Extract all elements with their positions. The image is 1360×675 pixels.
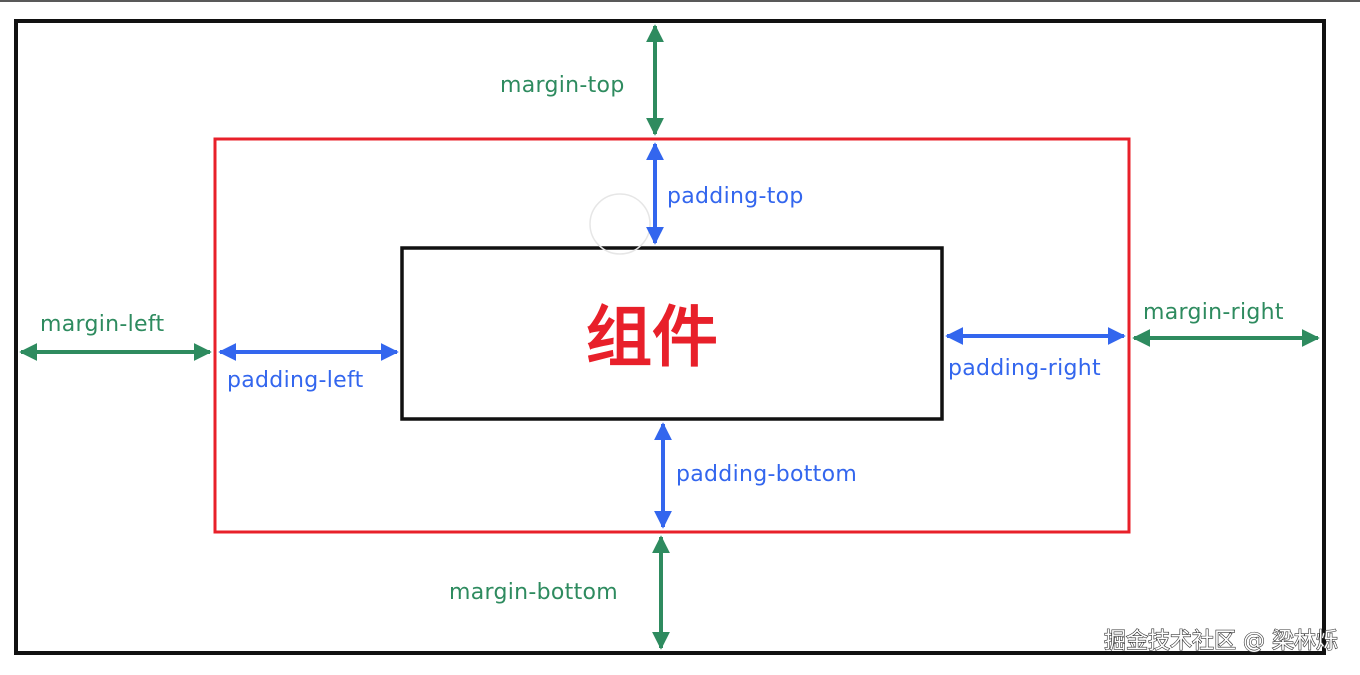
border-box: [213, 137, 1131, 534]
margin-top-label: margin-top: [500, 73, 625, 98]
margin-left-label: margin-left: [40, 312, 165, 337]
margin-bottom-label: margin-bottom: [449, 580, 618, 605]
padding-left-label: padding-left: [227, 368, 364, 393]
padding-bottom-label: padding-bottom: [676, 462, 857, 487]
padding-right-label: padding-right: [948, 356, 1101, 381]
component-label: 组件: [586, 299, 718, 376]
padding-top-label: padding-top: [667, 184, 804, 209]
margin-box: [14, 19, 1326, 655]
watermark-text: 掘金技术社区 @ 梁林烁: [1104, 629, 1338, 654]
content-box: [400, 246, 944, 421]
cursor-indicator: [589, 193, 651, 255]
margin-right-label: margin-right: [1143, 300, 1284, 325]
